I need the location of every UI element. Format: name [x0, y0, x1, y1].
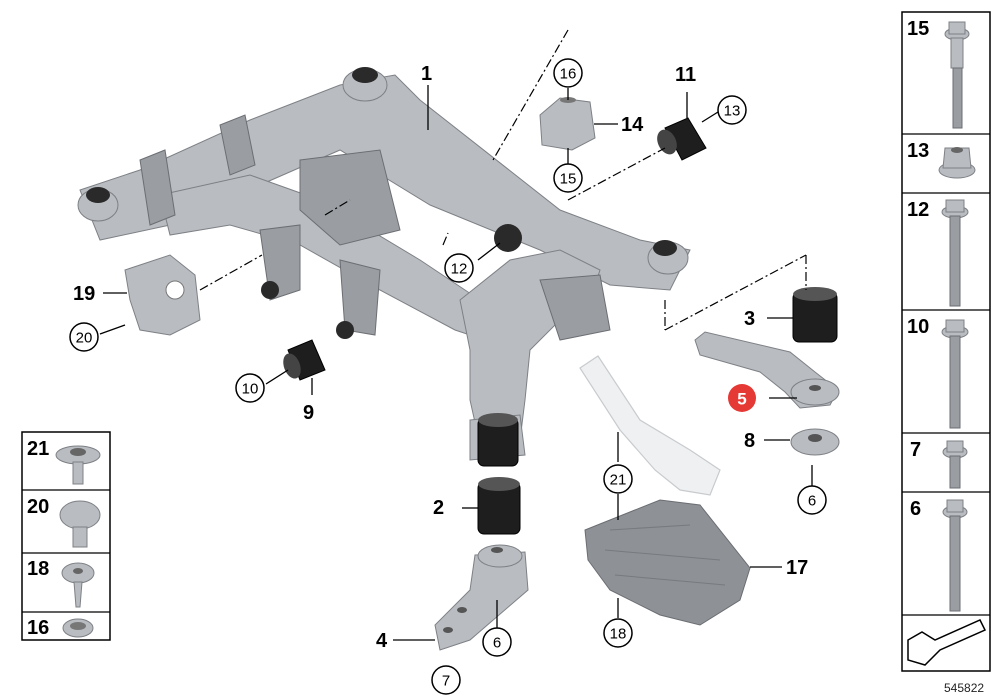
right-table-label-15: 15	[907, 18, 929, 40]
callout-15: 15	[553, 163, 583, 193]
hex-bolt-icon	[941, 199, 969, 307]
screw-clip-icon	[61, 562, 95, 608]
svg-text:21: 21	[610, 472, 627, 489]
right-table-label-13: 13	[907, 140, 929, 162]
right-fastener-table: 15 13 12 10 7 6	[901, 11, 991, 672]
expanding-rivet-icon	[55, 445, 101, 485]
label-9: 9	[303, 402, 314, 424]
left-table-label-16: 16	[27, 617, 49, 639]
direction-arrow-icon	[907, 619, 987, 666]
callout-6b: 6	[482, 627, 512, 657]
callout-12: 12	[444, 253, 474, 283]
callout-20: 20	[69, 322, 99, 352]
left-table-label-18: 18	[27, 558, 49, 580]
dash-dot-lines	[199, 29, 807, 331]
right-table-label-6: 6	[910, 498, 921, 520]
svg-text:5: 5	[737, 390, 746, 409]
support-bracket-part-4	[434, 544, 529, 651]
left-table-label-20: 20	[27, 496, 49, 518]
label-11: 11	[675, 64, 696, 86]
svg-text:10: 10	[242, 381, 259, 398]
bushing-part-11	[657, 117, 707, 161]
callout-16: 16	[553, 58, 583, 88]
flange-bolt-icon	[944, 21, 970, 129]
svg-text:12: 12	[451, 261, 468, 278]
label-8: 8	[744, 430, 755, 452]
underbody-shield-part-17	[584, 499, 751, 626]
left-table-label-21: 21	[27, 438, 49, 460]
washer-part-8	[790, 428, 840, 456]
left-fastener-table: 21 20 18 16	[21, 431, 111, 641]
hex-bolt-icon	[941, 319, 969, 429]
label-17: 17	[786, 557, 808, 579]
svg-text:20: 20	[76, 330, 93, 347]
strut-part-21-ghost	[579, 355, 721, 496]
bushing-part-9	[283, 339, 326, 381]
label-14: 14	[621, 114, 644, 136]
trailing-link-part-5	[694, 331, 840, 409]
axle-carrier-subframe	[77, 67, 691, 467]
label-4: 4	[376, 630, 388, 652]
svg-text:15: 15	[560, 171, 577, 188]
label-3: 3	[744, 308, 755, 330]
callout-21: 21	[603, 464, 633, 494]
label-1: 1	[421, 63, 432, 85]
svg-text:13: 13	[724, 103, 741, 120]
hex-bolt-icon	[942, 499, 968, 612]
label-19: 19	[73, 283, 95, 305]
flange-nut-icon	[938, 147, 976, 179]
svg-text:6: 6	[808, 493, 816, 510]
plug-icon	[62, 618, 94, 638]
callout-10: 10	[235, 373, 265, 403]
right-table-label-10: 10	[907, 316, 929, 338]
svg-text:6: 6	[493, 635, 501, 652]
right-table-label-7: 7	[910, 439, 921, 461]
callout-7: 7	[431, 665, 461, 695]
reference-number: 545822	[944, 681, 984, 695]
bushing-part-3	[792, 287, 838, 343]
callout-5-highlight[interactable]: 5	[728, 384, 756, 412]
leader-lines	[99, 85, 813, 641]
svg-text:7: 7	[442, 673, 450, 690]
push-clip-icon	[59, 500, 101, 548]
callout-13: 13	[717, 95, 747, 125]
right-table-label-12: 12	[907, 199, 929, 221]
callout-18: 18	[603, 618, 633, 648]
hex-bolt-icon	[942, 440, 968, 489]
bracket-part-19	[124, 254, 201, 336]
rubber-mount-part-14	[539, 97, 596, 151]
label-2: 2	[433, 497, 444, 519]
svg-text:18: 18	[610, 626, 627, 643]
callout-6a: 6	[797, 485, 827, 515]
bushing-part-2	[477, 477, 521, 535]
svg-text:16: 16	[560, 66, 577, 83]
